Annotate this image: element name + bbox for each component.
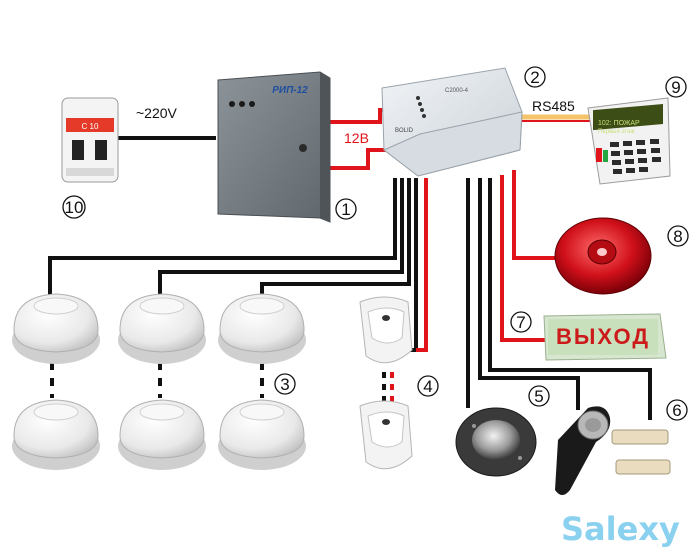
magnetic-contact [611, 429, 671, 475]
exit-button [455, 407, 537, 477]
keypad-line-1: 102: ПОЖАР [598, 120, 640, 127]
siren [554, 217, 652, 295]
callout-9: 9 [671, 78, 680, 97]
exit-sign-text: ВЫХОД [556, 324, 650, 349]
callout-8: 8 [673, 227, 682, 246]
motion-detector-top [359, 296, 413, 364]
wire-loop-3 [260, 178, 411, 295]
label-rs485: RS485 [532, 98, 575, 114]
callout-3: 3 [280, 375, 289, 394]
wire-key [478, 178, 580, 410]
callout-5: 5 [534, 387, 543, 406]
watermark: Salexy [561, 510, 680, 548]
callout-7: 7 [516, 313, 525, 332]
callout-6: 6 [672, 401, 681, 420]
wire-exit [500, 175, 545, 342]
label-220v: ~220V [136, 105, 178, 121]
wire-12v-top [328, 108, 390, 124]
smoke-detector [118, 399, 206, 470]
psu-title: РИП-12 [272, 85, 308, 96]
smoke-detector [218, 399, 306, 470]
wire-loop-2 [158, 178, 404, 295]
wires [48, 108, 652, 420]
callout-1: 1 [341, 200, 350, 219]
wire-siren [512, 170, 565, 260]
controller-brand: BOLID [395, 128, 414, 134]
controller-unit: С2000-4 BOLID [381, 67, 523, 177]
wire-motion-red [416, 178, 428, 352]
wire-12v-bottom [328, 148, 392, 170]
callout-2: 2 [530, 68, 539, 87]
smoke-detector [118, 293, 206, 364]
keypad-panel: 102: ПОЖАР Первый этаж [587, 97, 671, 185]
keypad-line-2: Первый этаж [598, 128, 634, 135]
callout-10: 10 [65, 198, 84, 217]
label-12v: 12В [344, 130, 369, 146]
smoke-detector [218, 293, 306, 364]
power-supply-unit: РИП-12 [217, 71, 331, 223]
smoke-detector [12, 293, 100, 364]
circuit-breaker: C 10 [61, 97, 119, 183]
touch-memory-key [555, 406, 611, 495]
smoke-detectors [12, 293, 306, 470]
wire-magnet-contact [488, 178, 652, 420]
callout-4: 4 [423, 377, 432, 396]
breaker-rating-label: C 10 [82, 122, 99, 131]
smoke-detector [12, 399, 100, 470]
callouts: 1 2 3 4 5 6 7 8 9 10 [62, 66, 689, 421]
exit-sign: ВЫХОД [543, 313, 667, 361]
motion-detector-bottom [359, 400, 413, 470]
controller-title: С2000-4 [445, 88, 469, 94]
wire-loop-1 [48, 178, 397, 295]
